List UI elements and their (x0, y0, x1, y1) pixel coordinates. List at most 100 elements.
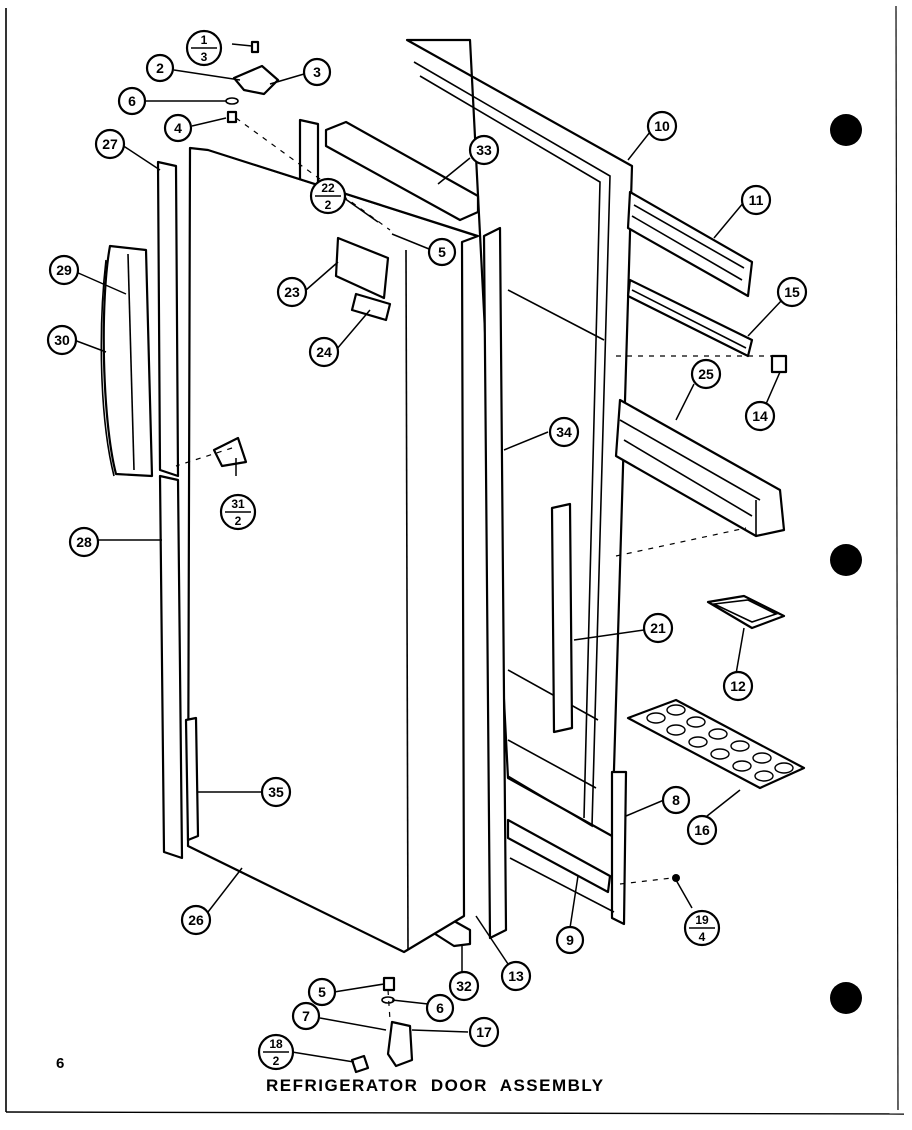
callout-18-top: 18 (269, 1037, 283, 1051)
binder-hole-bottom (830, 982, 862, 1014)
callout-24: 24 (308, 336, 340, 368)
callout-12: 12 (722, 670, 754, 702)
egg-tray-part-16 (626, 698, 806, 790)
callout-17-label: 17 (476, 1024, 492, 1040)
callout-15-label: 15 (784, 284, 800, 300)
callout-8-label: 8 (672, 792, 680, 808)
callout-22-bottom: 2 (325, 198, 332, 212)
callout-11: 11 (740, 184, 772, 216)
callout-5a-label: 5 (438, 244, 446, 260)
callout-21: 21 (642, 612, 674, 644)
shelf-rail-part-11 (626, 190, 754, 298)
callout-26: 26 (180, 904, 212, 936)
door-liner-part-10 (405, 38, 634, 838)
callout-23: 23 (276, 276, 308, 308)
callout-29-label: 29 (56, 262, 72, 278)
callout-16-label: 16 (694, 822, 710, 838)
callout-1-bottom: 3 (201, 50, 208, 64)
trim-strip-part-28 (158, 474, 184, 860)
callout-17: 17 (468, 1016, 500, 1048)
callout-11-label: 11 (749, 192, 764, 208)
rail-part-9 (506, 818, 615, 913)
screw-part-19 (672, 874, 680, 882)
callout-30: 30 (46, 324, 78, 356)
screw-part-1 (250, 40, 260, 54)
binder-hole-top (830, 114, 862, 146)
bushing-part-4 (226, 110, 238, 124)
callout-32: 32 (448, 970, 480, 1002)
callout-7: 7 (291, 1001, 321, 1031)
callout-19-top: 19 (695, 913, 709, 927)
page-border (5, 5, 905, 1115)
callout-3: 3 (302, 57, 332, 87)
callout-28-label: 28 (76, 534, 92, 550)
callout-5b: 5 (307, 977, 337, 1007)
callout-30-label: 30 (54, 332, 70, 348)
callout-32-label: 32 (456, 978, 472, 994)
callout-10: 10 (646, 110, 678, 142)
binder-hole-middle (830, 544, 862, 576)
callout-16: 16 (686, 814, 718, 846)
top-hinge-part-2-3 (232, 64, 280, 96)
callout-14-label: 14 (752, 408, 768, 424)
callout-34-label: 34 (556, 424, 572, 440)
page-title: REFRIGERATOR DOOR ASSEMBLY (266, 1076, 605, 1095)
callout-8: 8 (661, 785, 691, 815)
callout-14: 14 (744, 400, 776, 432)
callout-9-label: 9 (566, 932, 574, 948)
callout-2: 2 (145, 53, 175, 83)
callout-3-label: 3 (313, 64, 321, 80)
callout-12-label: 12 (730, 678, 746, 694)
callout-24-label: 24 (316, 344, 332, 360)
callout-29: 29 (48, 254, 80, 286)
callout-15: 15 (776, 276, 808, 308)
callout-4-label: 4 (174, 120, 182, 136)
callout-6a-label: 6 (128, 93, 136, 109)
callout-13: 13 (500, 960, 532, 992)
callout-33-label: 33 (476, 142, 492, 158)
top-breaker-part-33 (324, 120, 480, 222)
callout-18: 18 2 (257, 1033, 295, 1071)
callout-6b-label: 6 (436, 1000, 444, 1016)
callout-4: 4 (163, 113, 193, 143)
callout-21-label: 21 (650, 620, 666, 636)
gasket-part-8 (610, 770, 628, 926)
callout-5b-label: 5 (318, 984, 326, 1000)
door-shelf-part-25 (614, 398, 786, 538)
rail-part-15 (626, 278, 754, 358)
callout-25-label: 25 (698, 366, 714, 382)
callout-31-bottom: 2 (235, 514, 242, 528)
handle-part-29-30 (100, 244, 154, 478)
callout-25: 25 (690, 358, 722, 390)
breaker-strip-part-34 (482, 226, 508, 940)
callout-9: 9 (555, 925, 585, 955)
trim-strip-part-27 (156, 160, 180, 478)
callout-34: 34 (548, 416, 580, 448)
callout-23-label: 23 (284, 284, 300, 300)
callout-5a: 5 (427, 237, 457, 267)
callout-35-label: 35 (268, 784, 284, 800)
callout-31-top: 31 (231, 497, 245, 511)
callout-6b: 6 (425, 993, 455, 1023)
strip-part-21 (550, 502, 574, 734)
callout-35: 35 (260, 776, 292, 808)
callout-1: 1 3 (185, 29, 223, 67)
callout-28: 28 (68, 526, 100, 558)
callout-2-label: 2 (156, 60, 164, 76)
callout-22-top: 22 (321, 181, 335, 195)
callout-10-label: 10 (654, 118, 670, 134)
washer-part-6 (225, 97, 239, 105)
panel-part-35 (184, 716, 200, 842)
callout-19-bottom: 4 (699, 930, 706, 944)
callout-27: 27 (94, 128, 126, 160)
bottom-hinge-part-17 (386, 1020, 414, 1068)
callout-13-label: 13 (508, 968, 524, 984)
leader-lines (73, 43, 783, 1063)
callout-33: 33 (468, 134, 500, 166)
outer-door-part-26 (186, 146, 480, 954)
callout-18-bottom: 2 (273, 1054, 280, 1068)
callout-27-label: 27 (102, 136, 118, 152)
callout-19: 19 4 (683, 909, 721, 947)
alignment-lines (175, 117, 772, 1021)
callout-31: 31 2 (219, 493, 257, 531)
